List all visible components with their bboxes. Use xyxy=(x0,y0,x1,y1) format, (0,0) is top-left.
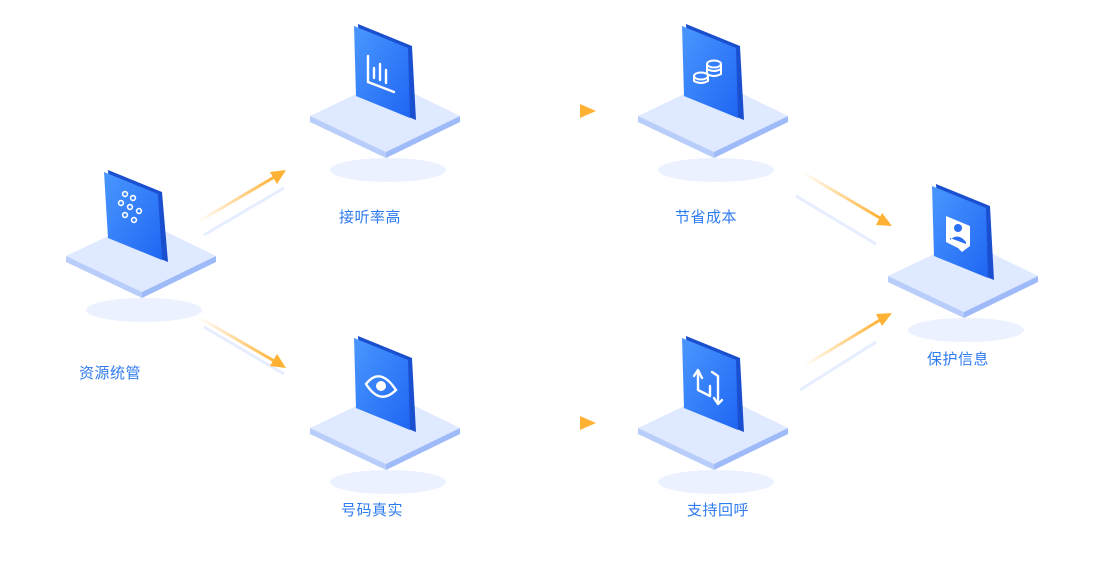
label-answer: 接听率高 xyxy=(338,208,401,226)
node-cost xyxy=(636,20,796,182)
arrow-callback-protect xyxy=(799,313,892,392)
dots-icon xyxy=(117,190,143,224)
arrow-cost-protect xyxy=(795,170,892,246)
eye-icon xyxy=(364,375,398,398)
arrow-answer-cost xyxy=(482,104,596,124)
swap-arrows-icon xyxy=(692,368,724,406)
arrow-number-callback xyxy=(482,416,596,436)
node-protect xyxy=(886,180,1046,342)
coins-icon xyxy=(693,59,722,84)
node-resource xyxy=(64,160,224,322)
label-callback: 支持回呼 xyxy=(686,501,749,519)
node-callback xyxy=(636,332,796,494)
user-shield-icon xyxy=(946,216,970,252)
arrow-resource-answer xyxy=(197,170,286,237)
label-protect: 保护信息 xyxy=(926,350,989,368)
label-number: 号码真实 xyxy=(340,501,403,519)
bar-chart-icon xyxy=(366,54,396,94)
node-number xyxy=(308,332,468,494)
arrow-resource-number xyxy=(197,315,286,376)
label-resource: 资源统管 xyxy=(78,364,141,382)
label-cost: 节省成本 xyxy=(674,208,737,226)
node-answer xyxy=(308,20,468,182)
